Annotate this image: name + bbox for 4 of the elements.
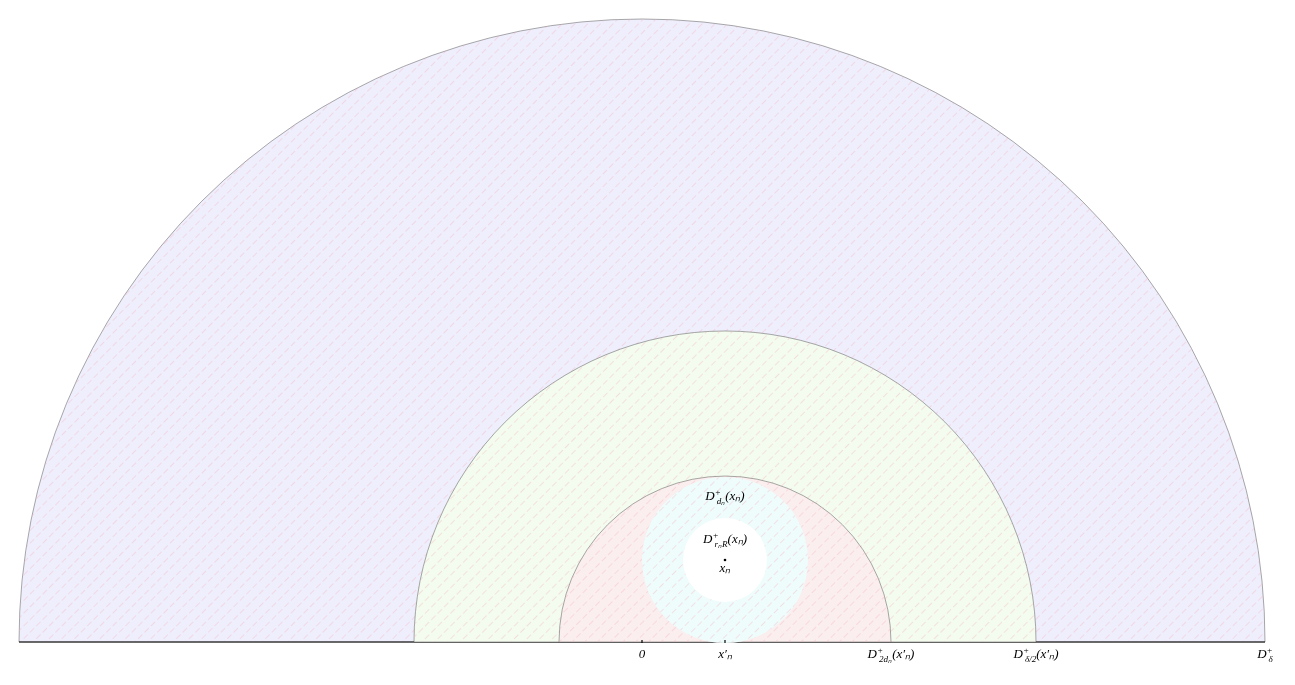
point-label: xₙ [719,561,731,574]
point-label: 0 [638,647,646,660]
point-label: x′ₙ [718,647,732,660]
region-label: D$^{+}$$_{δ/2}$(x′ₙ) [1013,647,1059,660]
